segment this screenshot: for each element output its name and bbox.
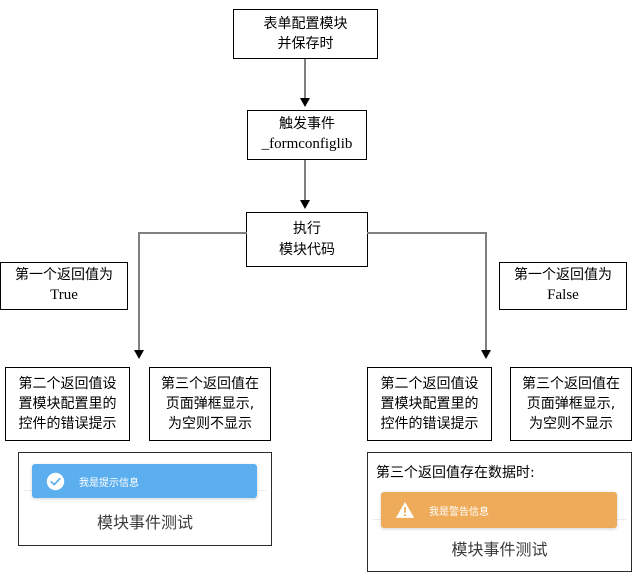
node-execute-line2: 模块代码 <box>279 241 335 258</box>
connector-execute-left-horizontal <box>138 232 247 234</box>
arrowhead-branch-false <box>481 350 491 359</box>
node-true-third-return: 第三个返回值在 页面弹框显示, 为空则不显示 <box>149 367 271 441</box>
node-false-second-line2: 置模块配置里的 <box>380 395 479 412</box>
node-trigger-line1: 触发事件 <box>279 115 335 132</box>
node-start: 表单配置模块 并保存时 <box>233 9 378 59</box>
node-start-line1: 表单配置模块 <box>263 15 348 32</box>
warning-triangle-icon <box>395 500 415 520</box>
node-true-second-line3: 控件的错误提示 <box>18 416 117 433</box>
node-true-third-line3: 为空则不显示 <box>168 416 252 433</box>
node-branch-false-line2: False <box>547 287 579 304</box>
arrowhead-trigger-to-execute <box>300 200 310 209</box>
node-true-third-line2: 页面弹框显示, <box>165 395 255 412</box>
left-info-toast: 我是提示信息 <box>32 464 257 498</box>
node-true-second-line2: 置模块配置里的 <box>18 395 117 412</box>
node-branch-true: 第一个返回值为 True <box>0 262 128 310</box>
node-start-line2: 并保存时 <box>277 36 334 52</box>
node-trigger-event: 触发事件 _formconfiglib <box>247 110 367 160</box>
arrowhead-branch-true <box>134 350 144 359</box>
right-toast-message: 我是警告信息 <box>429 506 489 518</box>
right-panel-title: 模块事件测试 <box>451 540 548 559</box>
node-true-third-line1: 第三个返回值在 <box>161 375 259 392</box>
node-true-second-return: 第二个返回值设 置模块配置里的 控件的错误提示 <box>5 367 130 441</box>
node-branch-true-line2: True <box>50 287 78 304</box>
connector-start-to-trigger <box>304 59 306 99</box>
node-false-third-return: 第三个返回值在 页面弹框显示, 为空则不显示 <box>510 367 632 441</box>
node-false-second-line3: 控件的错误提示 <box>380 416 479 433</box>
node-false-second-return: 第二个返回值设 置模块配置里的 控件的错误提示 <box>367 367 492 441</box>
node-true-second-line1: 第二个返回值设 <box>18 375 117 392</box>
connector-execute-left-vertical <box>138 232 140 354</box>
connector-trigger-to-execute <box>304 160 306 201</box>
right-warning-toast: 我是警告信息 <box>381 492 617 528</box>
check-circle-icon <box>46 472 65 491</box>
connector-execute-right-horizontal <box>367 232 487 234</box>
node-false-second-line1: 第二个返回值设 <box>380 375 479 392</box>
node-false-third-line1: 第三个返回值在 <box>522 375 620 392</box>
node-false-third-line3: 为空则不显示 <box>529 416 613 433</box>
left-panel-title: 模块事件测试 <box>96 513 193 532</box>
node-execute-line1: 执行 <box>293 221 321 238</box>
node-branch-false-line1: 第一个返回值为 <box>514 266 612 283</box>
left-toast-message: 我是提示信息 <box>79 477 139 489</box>
connector-execute-right-vertical <box>485 232 487 354</box>
right-panel-caption: 第三个返回值存在数据时: <box>376 465 535 481</box>
node-branch-false: 第一个返回值为 False <box>499 262 627 310</box>
arrowhead-start-to-trigger <box>300 98 310 107</box>
node-branch-true-line1: 第一个返回值为 <box>15 266 113 283</box>
node-false-third-line2: 页面弹框显示, <box>526 395 616 412</box>
node-trigger-line2: _formconfiglib <box>261 136 353 153</box>
node-execute-module-code: 执行 模块代码 <box>246 212 368 267</box>
